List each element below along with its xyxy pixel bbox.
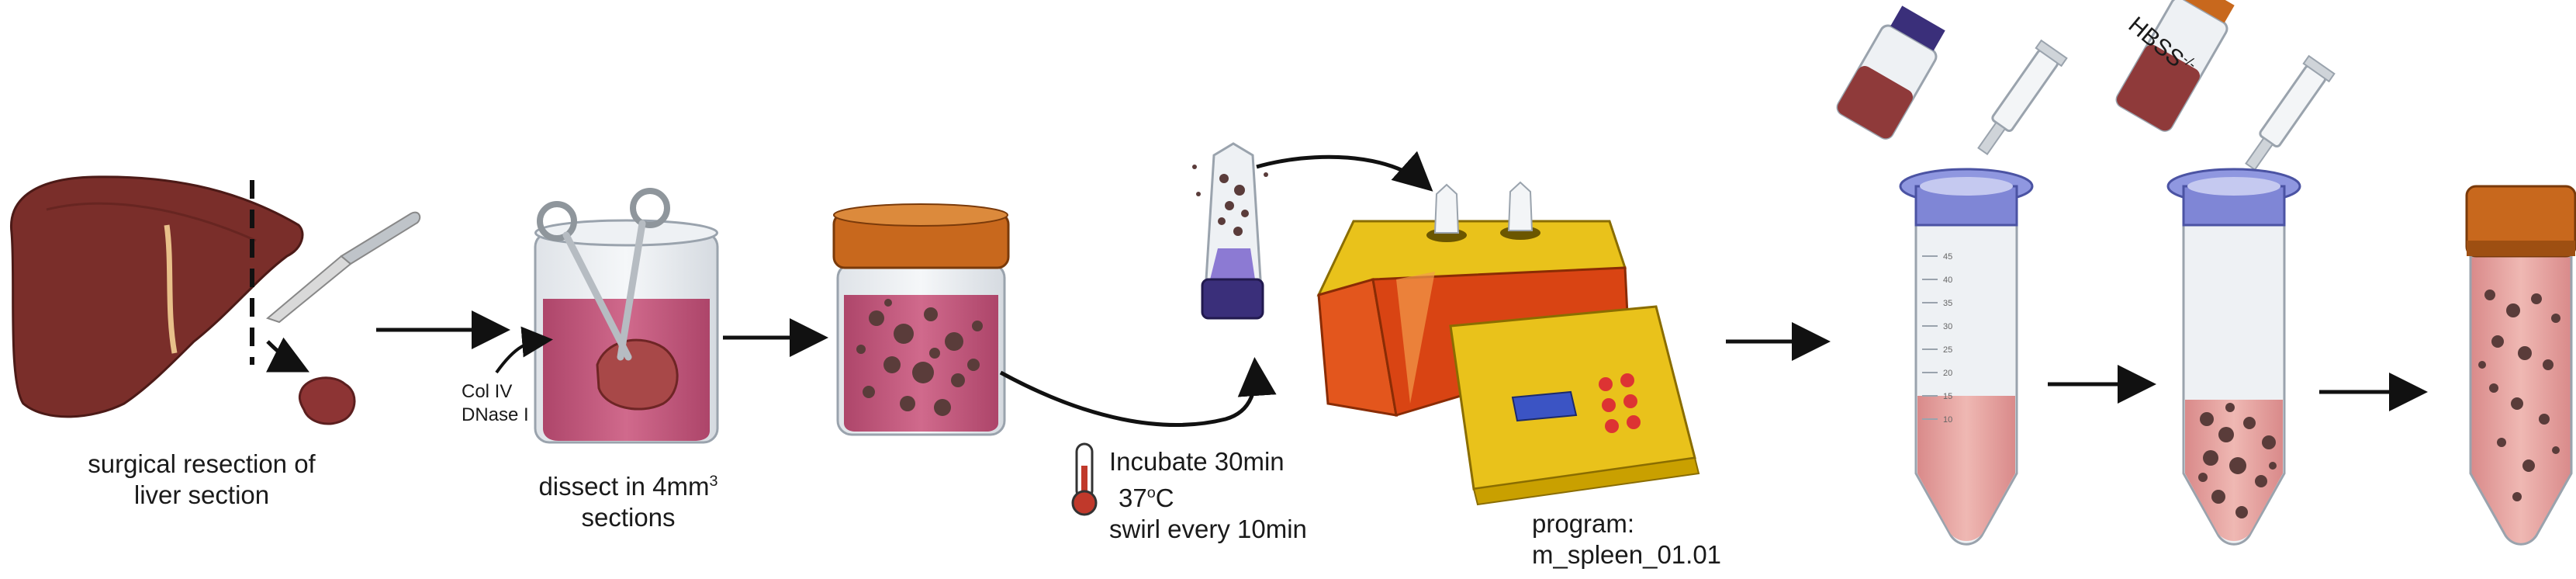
resection-label: surgical resection of liver section xyxy=(31,449,372,511)
tube-scale: 45 40 35 30 25 20 15 10 xyxy=(1943,252,1952,425)
dissect-label: dissect in 4mm3 sections xyxy=(496,466,760,533)
arrow-tube-to-dissociator xyxy=(1256,151,1433,192)
syringe-icon-2 xyxy=(2245,54,2336,172)
resection-line1: surgical resection of xyxy=(88,449,316,478)
tissue-dissociator-device xyxy=(1316,181,1700,506)
reagent-col-iv: Col IV xyxy=(462,381,513,402)
liver-icon xyxy=(9,175,304,418)
scissors-icon xyxy=(537,188,670,361)
dissect-text: dissect in 4mm xyxy=(538,472,710,501)
pouring-tube-icon xyxy=(1836,5,1945,140)
scale-30: 30 xyxy=(1943,322,1952,331)
scale-40: 40 xyxy=(1943,276,1952,285)
scale-10: 10 xyxy=(1943,415,1952,425)
reagent-dnase: DNase I xyxy=(462,404,529,425)
reagents-label: Col IV DNase I xyxy=(462,380,531,427)
centrifuge-tube-1 xyxy=(1836,5,2068,546)
hbss-tube-icon xyxy=(2115,0,2235,132)
program-text: program: m_spleen_01.01 xyxy=(1532,509,1722,569)
program-label: program: m_spleen_01.01 xyxy=(1532,508,1827,570)
thermometer-icon xyxy=(1071,442,1098,516)
dissect-sup: 3 xyxy=(709,473,718,490)
incubate-line3: swirl every 10min xyxy=(1109,515,1307,543)
centrifuge-tube-2 xyxy=(2115,0,2336,546)
incubate-degree: o xyxy=(1146,484,1156,501)
c-tube-icon xyxy=(1192,142,1268,320)
scale-35: 35 xyxy=(1943,299,1952,308)
final-tube-icon xyxy=(2465,185,2576,546)
beaker-dissect-icon xyxy=(534,188,719,444)
syringe-icon xyxy=(1977,39,2068,156)
dissect-line2: sections xyxy=(581,503,676,532)
scale-20: 20 xyxy=(1943,369,1952,378)
curved-arrow-to-tube xyxy=(999,357,1277,427)
scale-15: 15 xyxy=(1943,392,1952,401)
incubate-line2: 37oC xyxy=(1109,477,1388,514)
curved-arrow-to-sample xyxy=(266,337,309,373)
resection-line2: liver section xyxy=(133,480,270,509)
scale-25: 25 xyxy=(1943,345,1952,355)
scalpel-icon xyxy=(265,211,421,324)
incubate-line1: Incubate 30min xyxy=(1109,447,1285,476)
tissue-sample-icon xyxy=(298,376,356,425)
incubate-unit: C xyxy=(1155,484,1174,512)
incubate-temp: 37 xyxy=(1119,484,1147,512)
scale-45: 45 xyxy=(1943,252,1952,262)
incubate-label: Incubate 30min 37oC swirl every 10min xyxy=(1109,446,1388,545)
reagent-arrow xyxy=(495,326,553,374)
jar-with-tissue-icon xyxy=(832,203,1010,436)
dissect-line1: dissect in 4mm3 xyxy=(496,466,760,502)
